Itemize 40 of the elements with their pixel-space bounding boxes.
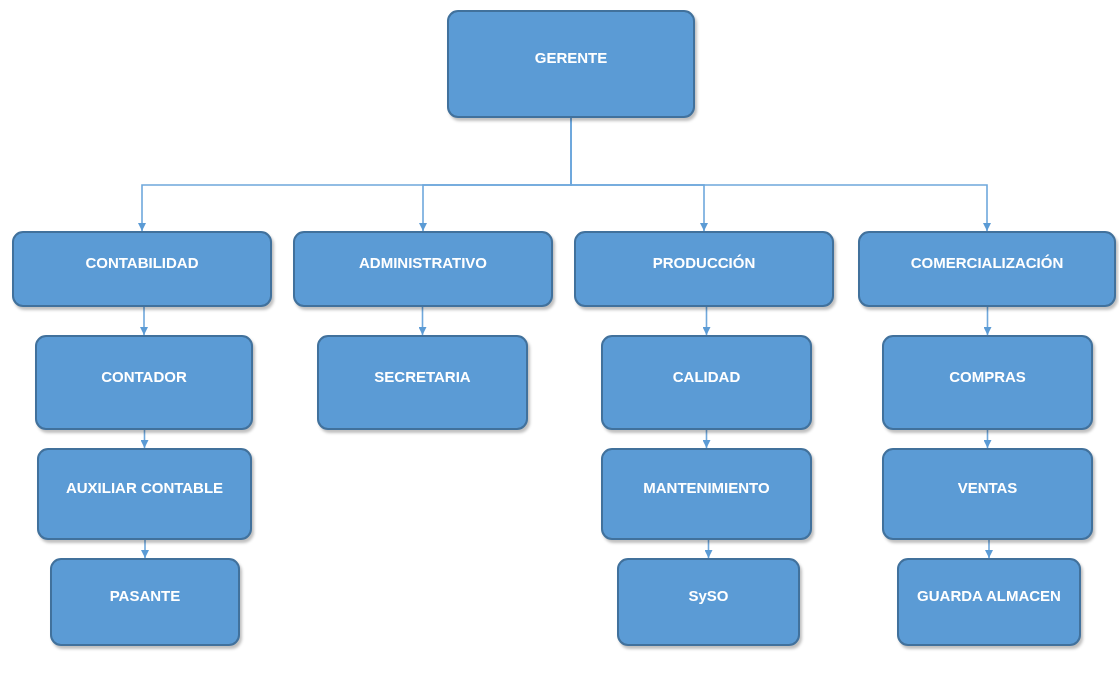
- box-label: GERENTE: [534, 48, 608, 68]
- org-chart-box: [882, 448, 1093, 540]
- box-label: COMPRAS: [949, 366, 1026, 387]
- org-chart-box: [858, 231, 1116, 307]
- connector-arrow: [140, 429, 149, 449]
- box-label: CONTADOR: [101, 366, 187, 387]
- org-chart-box: [601, 335, 812, 430]
- org-chart-box: [293, 231, 553, 307]
- org-chart-box: [50, 558, 240, 646]
- box-label: PRODUCCIÓN: [652, 253, 756, 273]
- box-label: AUXILIAR CONTABLE: [65, 478, 224, 498]
- org-chart-box: [574, 231, 834, 307]
- box-label: PASANTE: [109, 586, 181, 606]
- connector-arrow: [702, 306, 711, 336]
- box-label: ADMINISTRATIVO: [358, 253, 488, 273]
- org-chart-box: [617, 558, 800, 646]
- connector-arrow: [983, 429, 992, 449]
- connector-arrow: [140, 306, 148, 336]
- connector-arrow: [704, 539, 713, 559]
- connector-arrow: [418, 306, 427, 336]
- box-label: CONTABILIDAD: [85, 253, 199, 273]
- org-chart-box: [317, 335, 528, 430]
- org-chart-box: [897, 558, 1081, 646]
- box-label: CALIDAD: [672, 366, 741, 387]
- connector-arrow: [141, 539, 149, 559]
- box-label: SySO: [688, 586, 729, 606]
- org-chart-box: [37, 448, 252, 540]
- box-label: SECRETARIA: [374, 366, 471, 387]
- box-label: VENTAS: [957, 478, 1018, 498]
- connector-arrow: [702, 429, 711, 449]
- org-chart-box: [882, 335, 1093, 430]
- org-chart-box: [601, 448, 812, 540]
- box-label: GUARDA ALMACEN: [917, 586, 1061, 606]
- org-chart-box: [12, 231, 272, 307]
- box-label: COMERCIALIZACIÓN: [910, 253, 1064, 273]
- org-chart-box: [447, 10, 695, 118]
- connector-arrow: [985, 539, 993, 559]
- connector-arrow: [983, 306, 992, 336]
- org-chart-box: [35, 335, 253, 430]
- box-label: MANTENIMIENTO: [643, 478, 770, 498]
